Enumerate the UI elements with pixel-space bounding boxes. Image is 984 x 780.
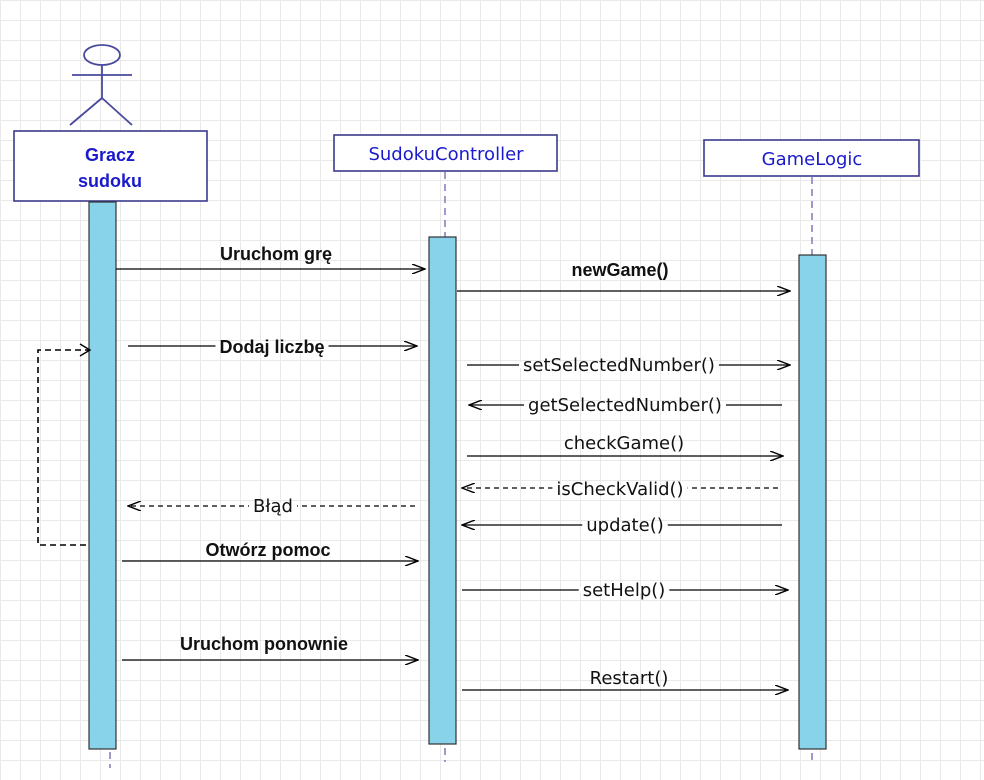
message-label-otwórz-pomoc: Otwórz pomoc xyxy=(206,540,331,560)
participant-controller: SudokuController xyxy=(333,134,558,172)
messages-layer: Uruchom grę newGame() Dodaj liczbę setSelec… xyxy=(116,244,790,690)
message-label-getselectednumber: getSelectedNumber() xyxy=(528,395,722,416)
actor-figure-icon xyxy=(69,44,133,126)
self-loop-arrowhead xyxy=(79,343,92,357)
message-label-gap xyxy=(578,587,670,593)
participant-player: Gracz sudoku xyxy=(13,130,208,202)
message-label-gap xyxy=(519,362,719,368)
self-loop-connector xyxy=(37,349,90,546)
logic-activation xyxy=(798,254,827,750)
message-label-newgame: newGame() xyxy=(571,260,668,280)
message-label-gap xyxy=(249,503,297,509)
message-label-setselectednumber: setSelectedNumber() xyxy=(523,355,715,376)
message-label-gap xyxy=(524,402,726,408)
message-label-update: update() xyxy=(586,515,663,536)
participant-logic: GameLogic xyxy=(703,139,920,177)
participant-player-line1: Gracz xyxy=(85,145,135,165)
message-label-uruchom-grę: Uruchom grę xyxy=(220,244,332,264)
message-label-gap xyxy=(552,485,688,491)
player-activation xyxy=(88,201,117,750)
participant-player-line2: sudoku xyxy=(78,171,142,191)
message-label-gap xyxy=(215,343,329,349)
participant-controller-label: SudokuController xyxy=(368,144,524,165)
message-label-gap xyxy=(582,522,668,528)
message-label-ischeckvalid: isCheckValid() xyxy=(556,479,683,500)
participant-logic-label: GameLogic xyxy=(762,149,863,170)
controller-activation xyxy=(428,236,457,745)
message-label-sethelp: setHelp() xyxy=(583,580,666,601)
message-label-checkgame: checkGame() xyxy=(564,433,684,454)
message-label-uruchom-ponownie: Uruchom ponownie xyxy=(180,634,348,654)
message-label-dodaj-liczbę: Dodaj liczbę xyxy=(219,337,324,357)
message-label-błąd: Błąd xyxy=(253,496,293,517)
message-label-restart: Restart() xyxy=(590,668,669,689)
